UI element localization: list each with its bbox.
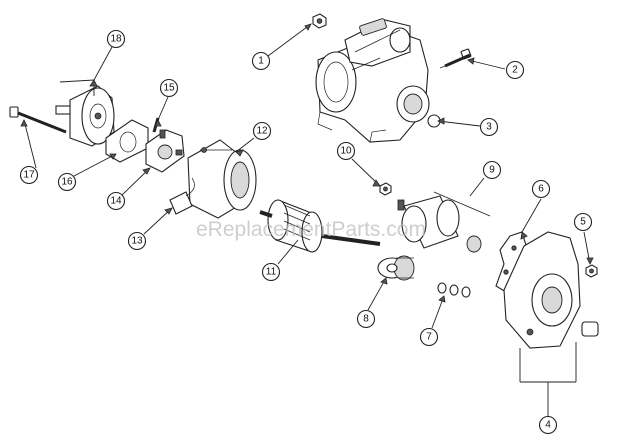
callout-12: 12 [252,121,272,141]
part-washers-7 [437,282,471,298]
part-bolt-17 [9,106,67,134]
callout-3-label: 3 [486,122,492,133]
callout-7: 7 [419,327,439,347]
callout-17: 17 [19,165,39,185]
part-starter-assembly [315,18,441,143]
part-rear-housing-18 [55,85,115,147]
part-solenoid-9 [397,195,482,253]
leader-lines [23,23,591,418]
callout-11: 11 [261,262,281,282]
part-armature-11 [259,199,381,253]
callout-12-label: 12 [256,126,268,137]
callout-10: 10 [336,141,356,161]
callout-5-label: 5 [580,217,586,228]
callout-7-label: 7 [426,332,432,343]
callout-18-label: 18 [110,34,122,45]
part-brush-holder-14 [145,129,185,173]
callout-13-label: 13 [131,236,143,247]
part-pinion-8 [377,255,415,281]
callout-6: 6 [531,179,551,199]
callout-4-label: 4 [545,420,551,431]
part-nut-10 [379,182,392,196]
callout-18: 18 [106,29,126,49]
part-wire-13 [169,177,195,215]
callout-6-label: 6 [538,184,544,195]
callout-2-label: 2 [512,65,518,76]
callout-1-label: 1 [258,56,264,67]
callout-9-label: 9 [489,165,495,176]
part-nut-5 [585,264,598,278]
part-nut-1 [312,13,327,29]
callout-15-label: 15 [163,83,175,94]
callout-11-label: 11 [266,267,277,278]
callout-8: 8 [356,309,376,329]
callout-13: 13 [127,231,147,251]
callout-1: 1 [251,51,271,71]
callout-17-label: 17 [23,170,35,181]
callout-16: 16 [57,172,77,192]
callout-16-label: 16 [61,177,73,188]
part-drive-housing-4 [503,231,599,349]
callout-9: 9 [482,160,502,180]
part-yoke-12 [187,139,257,219]
callout-5: 5 [573,212,593,232]
callout-10-label: 10 [340,146,352,157]
callout-14: 14 [106,191,126,211]
leader-arrowheads [20,23,594,303]
callout-14-label: 14 [110,196,122,207]
callout-15: 15 [159,78,179,98]
callout-3: 3 [479,117,499,137]
part-bolt-2 [439,48,472,69]
callout-8-label: 8 [363,314,369,325]
callout-4: 4 [538,415,558,435]
watermark-text: eReplacementParts.com [196,218,426,241]
callout-2: 2 [505,60,525,80]
